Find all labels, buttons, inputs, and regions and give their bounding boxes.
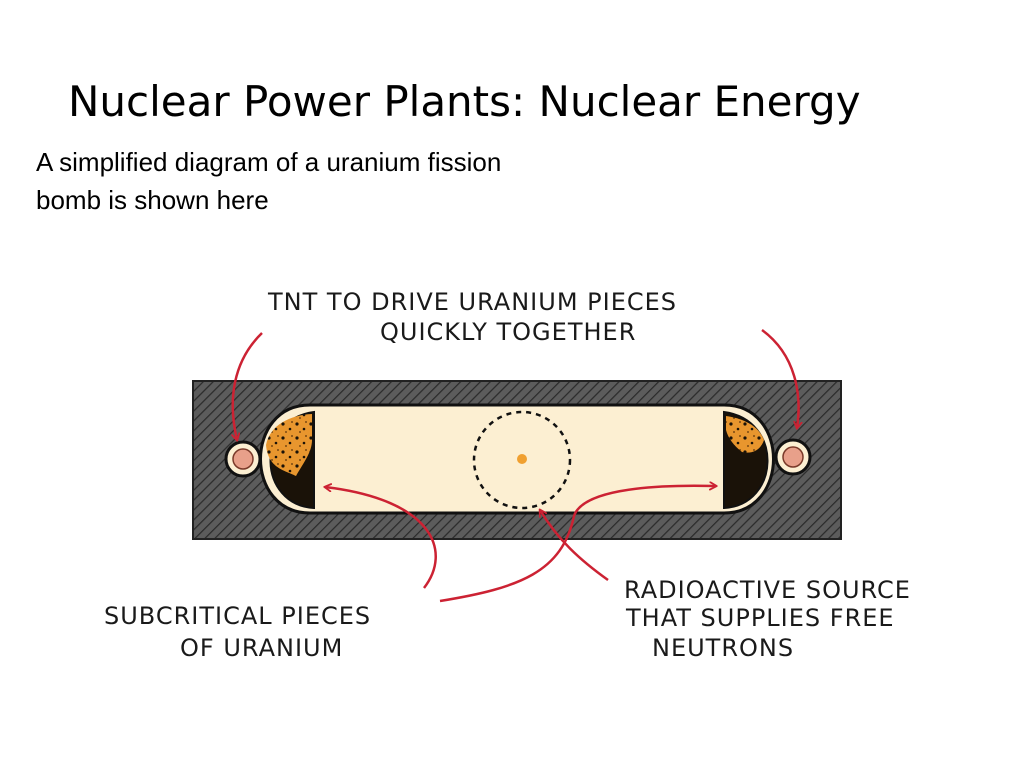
subtitle-line-1: A simplified diagram of a uranium fissio… (36, 147, 502, 177)
slide-subtitle: A simplified diagram of a uranium fissio… (36, 143, 676, 219)
neutron-source (517, 454, 527, 464)
arrow-tnt-right (761, 328, 799, 428)
label-tnt-line-1: TNT TO DRIVE URANIUM PIECES (267, 288, 677, 316)
label-tnt-line-2: QUICKLY TOGETHER (380, 318, 636, 346)
label-source-line-3: NEUTRONS (652, 634, 794, 662)
label-subcritical-line-2: OF URANIUM (180, 634, 343, 662)
arrow-subcritical-left (325, 487, 437, 589)
uranium-piece-right (723, 410, 769, 510)
arrow-subcritical-right (439, 486, 716, 603)
subtitle-line-2: bomb is shown here (36, 185, 269, 215)
tnt-charge-right-core (782, 446, 804, 468)
label-source-line-1: RADIOACTIVE SOURCE (624, 576, 911, 604)
label-subcritical-line-1: SUBCRITICAL PIECES (104, 602, 371, 630)
arrow-neutron-source (540, 510, 609, 582)
tnt-charge-left-core (232, 448, 254, 470)
arrow-tnt-left (233, 332, 263, 440)
neutron-source-boundary (472, 410, 572, 510)
label-source-line-2: THAT SUPPLIES FREE (625, 604, 895, 632)
slide-title: Nuclear Power Plants: Nuclear Energy (68, 77, 861, 126)
uranium-piece-left (266, 410, 315, 510)
